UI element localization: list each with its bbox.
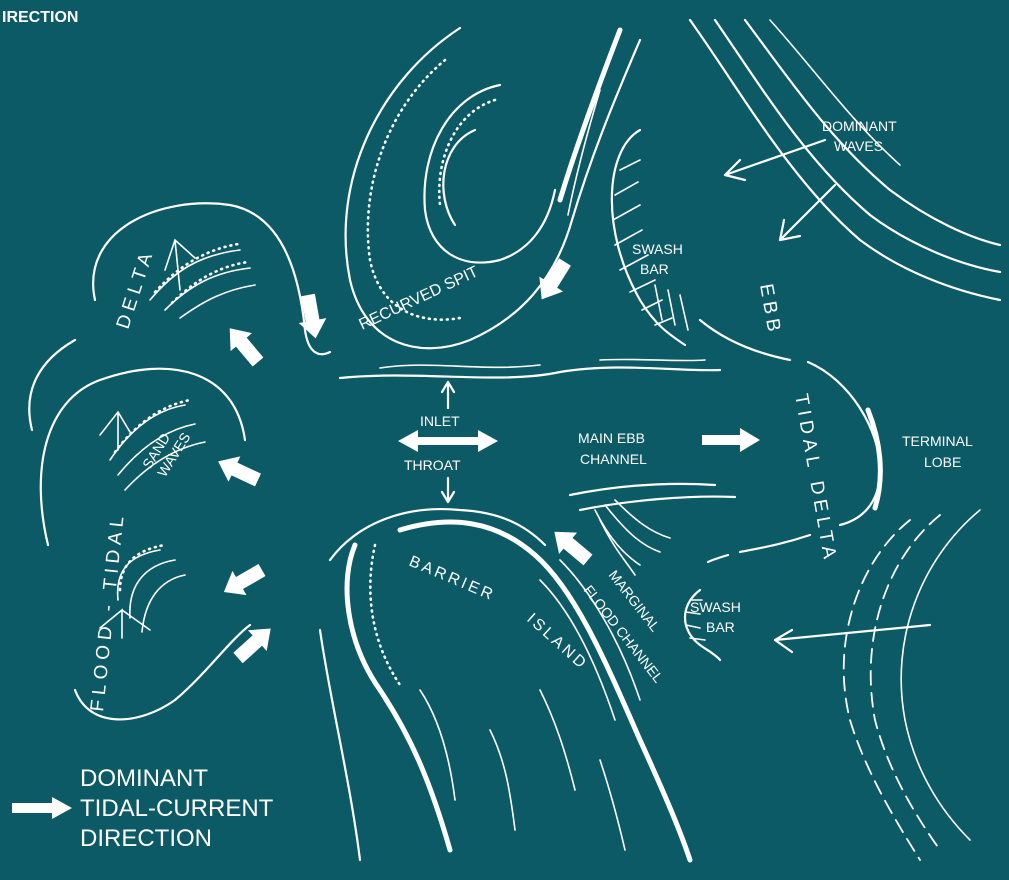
inlet-throat [340, 359, 720, 502]
spit-outer-outline [346, 28, 640, 348]
flood-current-arrow-1 [219, 319, 269, 371]
terminal-lobe-label-line1: TERMINAL [902, 433, 973, 449]
legend-line1: DOMINANT [80, 765, 208, 792]
flood-tidal-delta [29, 203, 330, 719]
ebb-delta-outer-dashed-1 [844, 520, 920, 860]
flood-delta-ridges-upper [150, 250, 255, 318]
barrier-island-dune-ridges [420, 690, 625, 850]
spit-seaward-shoreline [560, 30, 620, 200]
barrier-island-ocean-margin [330, 509, 545, 560]
dominant-waves-arrow-1 [725, 140, 825, 180]
dominant-waves-crests [690, 20, 1000, 300]
flood-delta-stipple-lower [120, 545, 165, 590]
dominant-waves-label-line2: WAVES [834, 138, 883, 154]
main-ebb-channel-label-line2: CHANNEL [580, 451, 647, 467]
throat-arrow-down [442, 478, 454, 502]
spit-stipple-inner [439, 100, 495, 205]
inlet-line-upper-a [340, 367, 720, 378]
spit-flood-current-arrow [530, 255, 577, 307]
swash-bar-lower-label-line1: SWASH [690, 599, 741, 615]
legend-arrow-icon [12, 797, 72, 819]
header-fragment: IRECTION [2, 9, 78, 26]
flood-delta-ridges-lower [118, 550, 185, 632]
terminal-lobe-label-line2: LOBE [924, 454, 961, 470]
flood-current-arrow-3 [212, 449, 264, 493]
flood-current-arrow-2 [294, 293, 329, 341]
ebb-delta-lower-margin [708, 535, 810, 562]
flood-delta-label-part1: DELTA [113, 246, 159, 332]
marginal-flood-current-arrow [545, 521, 597, 571]
swash-bar-lower-label-line2: BAR [706, 619, 735, 635]
wave-crest-1 [690, 20, 1000, 300]
recurved-spit-label: RECURVED SPIT [357, 263, 482, 333]
barrier-island-label-line1: BARRIER [406, 553, 497, 605]
swash-bar-upper-label-line2: BAR [640, 261, 669, 277]
barrier-island-lagoon-shore [347, 545, 450, 850]
flood-delta-left-outline [29, 340, 75, 430]
inlet-label: INLET [420, 413, 460, 429]
ebb-delta-outer-line [901, 510, 980, 840]
flood-delta-stipple-upper [155, 244, 248, 303]
ebb-channel-swash-ridges [595, 500, 670, 575]
legend-line3: DIRECTION [80, 825, 212, 852]
barrier-island-back-line [320, 630, 360, 860]
main-ebb-channel-label-line1: MAIN EBB [578, 430, 645, 446]
main-ebb-flow-arrow [702, 428, 760, 452]
swash-bar-upper [612, 130, 688, 345]
swash-bar-upper-outline [612, 130, 685, 345]
ebb-tidal-delta [700, 320, 980, 860]
ebb-delta-label-part1: EBB [755, 282, 785, 338]
swash-bar-upper-label-line1: SWASH [632, 241, 683, 257]
ebb-delta-outer-dashed-2 [871, 515, 940, 850]
recurved-spit [346, 28, 640, 348]
dominant-waves-arrow-2 [780, 185, 835, 240]
dominant-waves-label-line1: DOMINANT [822, 118, 897, 134]
inlet-line-upper-b [380, 359, 705, 368]
barrier-island-stipple [370, 545, 400, 685]
flood-current-arrow-4 [217, 558, 269, 604]
legend-line2: TIDAL-CURRENT [80, 795, 274, 822]
inlet-double-arrow [398, 430, 498, 452]
flood-current-arrow-5 [229, 618, 280, 668]
legend: DOMINANT TIDAL-CURRENT DIRECTION [12, 765, 274, 852]
chevron-marker-middle [100, 412, 130, 450]
throat-label: THROAT [404, 457, 461, 473]
inlet-arrow-up [442, 382, 454, 408]
ebb-channel-margin-lines [570, 484, 735, 510]
